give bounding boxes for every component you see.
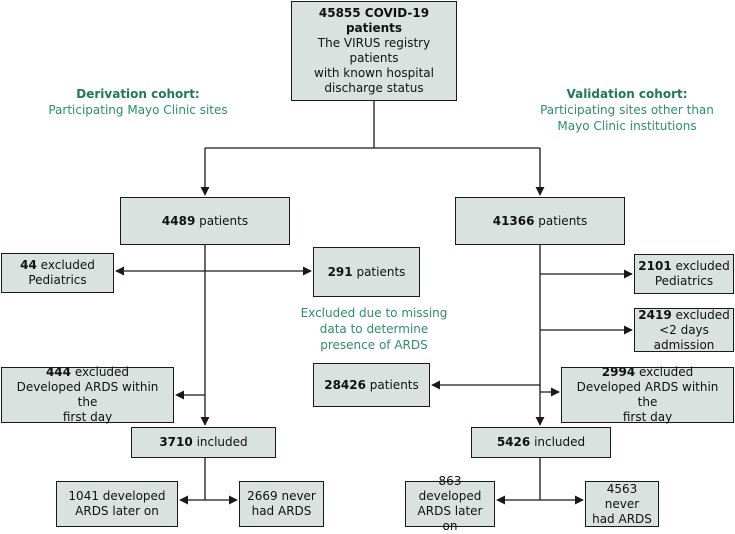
pool-count: 28426 [324, 377, 366, 392]
validation-label: Validation cohort: Participating sites o… [527, 86, 727, 134]
derivation-title: Derivation cohort: [76, 87, 200, 101]
left-included-label: included [196, 435, 248, 449]
left-developed-line-1: 1041 developed [68, 489, 166, 503]
left-peds-label: excluded [40, 258, 95, 272]
left-included-count: 3710 [159, 435, 193, 449]
missing-note: Excluded due to missing data to determin… [296, 305, 452, 353]
derivation-desc: Participating Mayo Clinic sites [48, 103, 228, 117]
left-ards-label: excluded [74, 365, 130, 379]
right-included-label: included [534, 435, 586, 449]
missing-note-2: data to determine [319, 322, 429, 336]
missing-count: 291 [327, 264, 353, 279]
right-ards-reason-1: Developed ARDS within the [576, 380, 719, 409]
validation-desc-1: Participating sites other than [540, 103, 714, 117]
registry-box: 45855 COVID-19 patients The VIRUS regist… [291, 1, 457, 101]
right-developed-line-2: ARDS later on [417, 504, 483, 533]
right-patients-unit: patients [538, 213, 588, 228]
right-ards-reason-2: first day [622, 410, 673, 424]
left-developed-box: 1041 developed ARDS later on [56, 481, 178, 527]
right-included-box: 5426 included [471, 427, 611, 458]
registry-desc-1: The VIRUS registry patients [317, 36, 431, 65]
left-ards-reason-1: Developed ARDS within the [16, 380, 159, 409]
registry-count: 45855 COVID-19 [318, 6, 430, 20]
left-patients-box: 4489 patients [120, 197, 290, 245]
left-never-line-2: had ARDS [251, 504, 312, 518]
derivation-label: Derivation cohort: Participating Mayo Cl… [38, 86, 238, 118]
right-peds-reason: Pediatrics [654, 274, 714, 288]
left-ards-count: 444 [45, 365, 71, 379]
validation-title: Validation cohort: [566, 87, 688, 101]
left-ards-reason-2: first day [62, 410, 113, 424]
right-short-label: excluded [675, 307, 730, 322]
right-never-line-1: 4563 never [604, 481, 640, 511]
left-never-box: 2669 never had ARDS [239, 481, 324, 527]
left-peds-reason: Pediatrics [28, 273, 87, 287]
right-ards-count: 2994 [601, 365, 636, 379]
right-never-box: 4563 never had ARDS [585, 481, 659, 527]
right-included-count: 5426 [496, 435, 531, 449]
left-developed-line-2: ARDS later on [75, 504, 159, 518]
left-peds-count: 44 [20, 258, 37, 272]
missing-note-3: presence of ARDS [320, 338, 428, 352]
right-peds-box: 2101 excluded Pediatrics [634, 254, 734, 294]
registry-unit: patients [345, 21, 403, 35]
right-short-count: 2419 [638, 307, 672, 322]
registry-desc-3: discharge status [324, 81, 424, 95]
missing-patients-box: 291 patients [313, 247, 420, 297]
right-short-reason: <2 days admission [653, 322, 715, 352]
right-developed-box: 863 developed ARDS later on [405, 474, 495, 533]
left-patients-unit: patients [199, 213, 249, 228]
left-patients-count: 4489 [161, 213, 196, 228]
left-never-line-1: 2669 never [247, 489, 316, 503]
registry-desc-2: with known hospital [314, 66, 434, 80]
left-ards-box: 444 excluded Developed ARDS within the f… [1, 365, 174, 424]
right-short-box: 2419 excluded <2 days admission [634, 308, 734, 352]
right-never-line-2: had ARDS [592, 511, 652, 526]
pool-unit: patients [369, 377, 419, 392]
validation-desc-2: Mayo Clinic institutions [557, 119, 697, 133]
left-peds-box: 44 excluded Pediatrics [1, 253, 114, 293]
right-patients-box: 41366 patients [455, 197, 625, 245]
missing-unit: patients [356, 264, 406, 279]
left-included-box: 3710 included [131, 427, 276, 458]
right-ards-box: 2994 excluded Developed ARDS within the … [561, 365, 734, 424]
right-peds-count: 2101 [638, 259, 672, 273]
pool-patients-box: 28426 patients [313, 363, 430, 407]
missing-note-1: Excluded due to missing [300, 306, 448, 320]
right-ards-label: excluded [639, 365, 694, 379]
right-developed-line-1: 863 developed [418, 474, 482, 503]
right-patients-count: 41366 [492, 213, 535, 228]
right-peds-label: excluded [675, 259, 730, 273]
